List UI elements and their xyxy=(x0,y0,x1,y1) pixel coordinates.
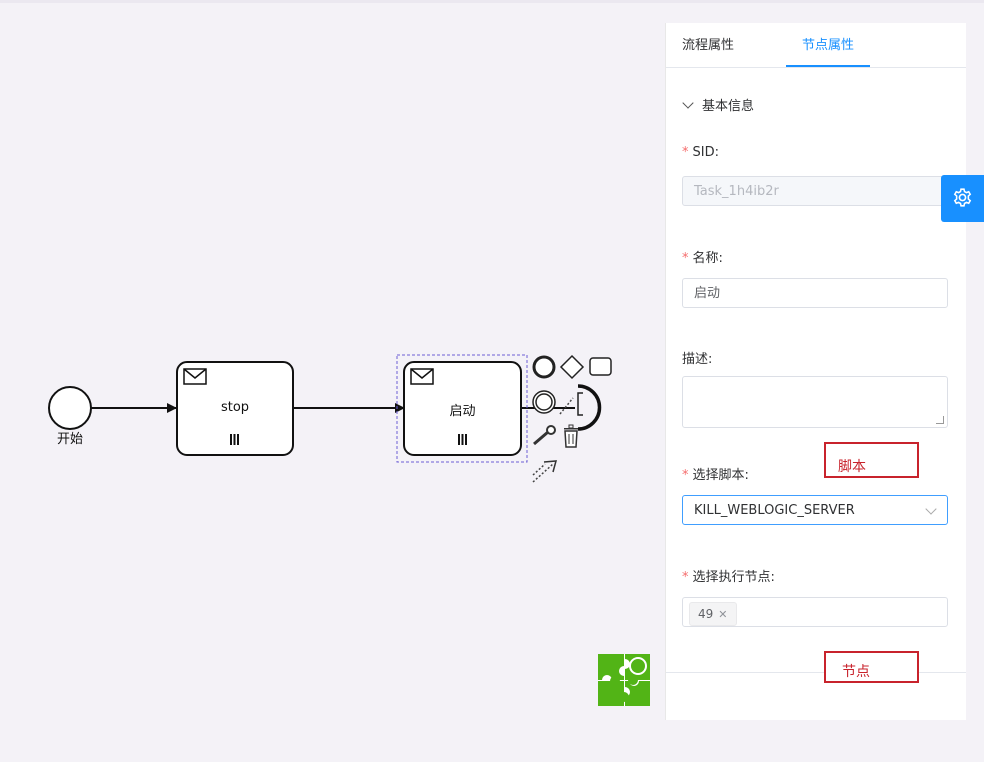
chevron-down-icon xyxy=(682,97,694,109)
node-tag: 49✕ xyxy=(689,602,737,626)
panel-divider xyxy=(666,672,966,673)
start-event-label: 开始 xyxy=(56,432,83,447)
trash-icon[interactable] xyxy=(564,424,578,448)
task-start-label: 启动 xyxy=(449,404,476,419)
envelope-icon xyxy=(183,368,207,385)
puzzle-logo xyxy=(598,654,650,706)
name-input[interactable]: 启动 xyxy=(682,278,948,308)
selection-outline xyxy=(396,354,528,463)
end-event-icon[interactable] xyxy=(532,355,556,379)
task-stop-label: stop xyxy=(220,400,250,415)
properties-panel: 流程属性 节点属性 基本信息 *SID: Task_1h4ib2r *名称: 启… xyxy=(665,23,966,720)
exec-node-label: *选择执行节点: xyxy=(682,570,775,585)
intermediate-event-icon[interactable] xyxy=(532,390,556,414)
task-stop[interactable] xyxy=(176,361,294,456)
script-label: *选择脚本: xyxy=(682,468,749,483)
annotation-node: 节点 xyxy=(824,651,919,683)
start-event[interactable] xyxy=(48,386,92,430)
section-title: 基本信息 xyxy=(702,99,755,114)
script-select-value: KILL_WEBLOGIC_SERVER xyxy=(694,503,855,518)
chevron-down-icon xyxy=(925,503,937,515)
task-start-selected[interactable] xyxy=(396,354,528,463)
tab-node-properties[interactable]: 节点属性 xyxy=(786,23,871,67)
gear-icon xyxy=(953,188,972,207)
text-annotation-icon[interactable] xyxy=(559,392,583,416)
name-label: *名称: xyxy=(682,251,723,266)
envelope-icon xyxy=(410,368,434,385)
desc-label: 描述: xyxy=(682,352,713,367)
exec-node-select[interactable]: 49✕ xyxy=(682,597,948,627)
top-strip xyxy=(0,0,984,3)
gateway-icon[interactable] xyxy=(559,354,585,380)
parallel-marker-icon xyxy=(230,434,239,445)
context-pad[interactable] xyxy=(531,354,615,485)
wrench-icon[interactable] xyxy=(533,425,556,446)
sid-label: *SID: xyxy=(682,145,719,160)
tab-process-properties[interactable]: 流程属性 xyxy=(682,38,735,53)
script-select[interactable]: KILL_WEBLOGIC_SERVER xyxy=(682,495,948,525)
panel-tabs: 流程属性 节点属性 xyxy=(666,23,966,68)
resize-grip-icon[interactable] xyxy=(936,416,944,424)
settings-button[interactable] xyxy=(941,175,984,222)
section-basic-info[interactable]: 基本信息 xyxy=(682,95,754,114)
parallel-marker-icon xyxy=(458,434,467,445)
sequence-flow-icon[interactable] xyxy=(532,460,558,483)
desc-textarea[interactable] xyxy=(682,376,948,428)
sid-input[interactable]: Task_1h4ib2r xyxy=(682,176,948,206)
task-icon[interactable] xyxy=(589,357,612,376)
close-icon[interactable]: ✕ xyxy=(718,608,728,621)
end-event-partial[interactable] xyxy=(577,384,602,431)
annotation-script: 脚本 xyxy=(824,442,919,478)
